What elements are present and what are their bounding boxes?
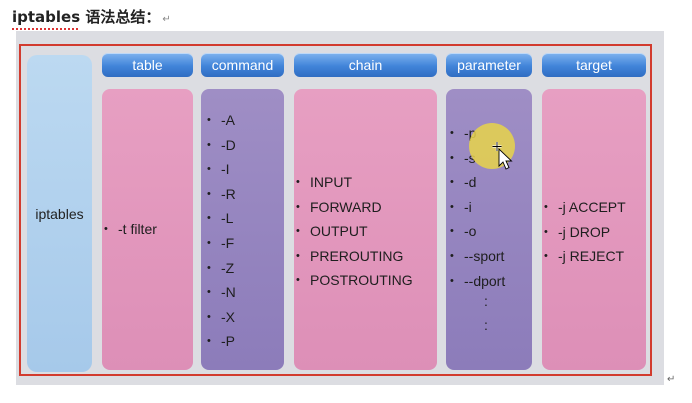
list-item: -t filter xyxy=(104,220,157,238)
list-item: -R xyxy=(207,182,236,207)
header-chain: chain xyxy=(294,53,437,77)
list-item: -N xyxy=(207,280,236,305)
return-mark-bottom: ↵ xyxy=(667,374,676,385)
list-item: --sport xyxy=(450,244,505,269)
list-item: -o xyxy=(450,219,505,244)
spellcheck-underline xyxy=(12,28,78,30)
list-item: -L xyxy=(207,206,236,231)
move-cursor-icon xyxy=(492,142,513,170)
list-item: --dport xyxy=(450,269,505,294)
list-item: INPUT xyxy=(296,170,413,195)
list-item: OUTPUT xyxy=(296,219,413,244)
list-item: -F xyxy=(207,231,236,256)
list-item: -Z xyxy=(207,256,236,281)
list-item: -d xyxy=(450,170,505,195)
table-list: -t filter xyxy=(104,220,157,238)
command-list: -A -D -I -R -L -F -Z -N -X -P xyxy=(207,108,236,354)
header-table: table xyxy=(102,53,193,77)
iptables-label: iptables xyxy=(35,205,84,222)
list-item: -j REJECT xyxy=(544,244,626,269)
target-list: -j ACCEPT -j DROP -j REJECT xyxy=(544,195,626,269)
list-item: PREROUTING xyxy=(296,244,413,269)
iptables-column: iptables xyxy=(27,55,92,372)
list-item: -s xyxy=(450,146,505,171)
header-target: target xyxy=(542,53,646,77)
diagram-frame xyxy=(19,44,652,376)
list-item: -D xyxy=(207,133,236,158)
page-heading: iptables 语法总结：↵ xyxy=(12,6,171,30)
parameter-ellipsis-1: : xyxy=(484,293,488,309)
heading-title: iptables 语法总结： xyxy=(12,8,161,26)
list-item: -P xyxy=(207,329,236,354)
parameter-ellipsis-2: : xyxy=(484,317,488,333)
return-mark: ↵ xyxy=(162,14,171,25)
list-item: -A xyxy=(207,108,236,133)
header-command: command xyxy=(201,53,284,77)
parameter-list: -p -s -d -i -o --sport --dport xyxy=(450,121,505,293)
header-parameter: parameter xyxy=(446,53,532,77)
list-item: FORWARD xyxy=(296,195,413,220)
list-item: -j DROP xyxy=(544,220,626,245)
list-item: -j ACCEPT xyxy=(544,195,626,220)
list-item: -I xyxy=(207,157,236,182)
list-item: -i xyxy=(450,195,505,220)
chain-list: INPUT FORWARD OUTPUT PREROUTING POSTROUT… xyxy=(296,170,413,293)
list-item: POSTROUTING xyxy=(296,268,413,293)
list-item: -X xyxy=(207,305,236,330)
